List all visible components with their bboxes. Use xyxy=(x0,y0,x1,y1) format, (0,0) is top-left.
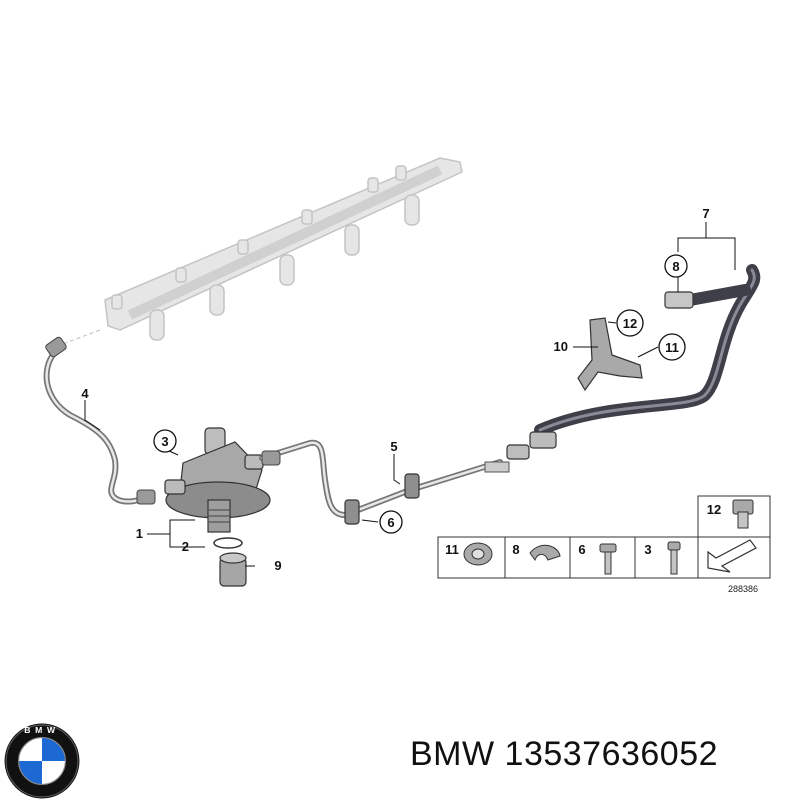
callout-10: 10 xyxy=(554,339,568,354)
callout-5: 5 xyxy=(390,439,397,454)
leader-lines xyxy=(84,222,736,567)
legend-item-4: 3 xyxy=(644,542,651,557)
tappet xyxy=(219,552,247,587)
legend-top-item: 12 xyxy=(707,502,721,517)
callout-12: 12 xyxy=(623,316,637,331)
callout-3: 3 xyxy=(161,434,168,449)
high-pressure-line xyxy=(43,349,153,505)
bracket xyxy=(577,317,643,392)
callout-4: 4 xyxy=(81,386,89,401)
svg-text:BMW: BMW xyxy=(24,725,59,735)
legend-item-1: 11 xyxy=(445,542,459,557)
callout-2: 2 xyxy=(182,539,189,554)
o-ring xyxy=(213,537,243,549)
fuel-pump xyxy=(164,427,271,533)
legend-labels: 12 11 8 6 3 xyxy=(445,502,721,557)
callout-7: 7 xyxy=(702,206,709,221)
arrow-icon xyxy=(707,539,757,573)
legend-item-3: 6 xyxy=(578,542,585,557)
callouts: 3 4 1 2 9 5 6 7 8 10 12 11 xyxy=(81,206,709,573)
callout-1: 1 xyxy=(136,526,143,541)
brand-part-number: BMW 13537636052 xyxy=(410,735,719,773)
legend-item-2: 8 xyxy=(512,542,519,557)
diagram-id: 288386 xyxy=(728,584,758,594)
fuel-hose xyxy=(534,264,761,436)
callout-6: 6 xyxy=(387,515,394,530)
callout-11: 11 xyxy=(665,340,679,355)
bmw-logo-icon: BMW xyxy=(4,723,80,799)
callout-9: 9 xyxy=(274,558,281,573)
callout-8: 8 xyxy=(672,259,679,274)
fuel-rail xyxy=(59,157,463,346)
